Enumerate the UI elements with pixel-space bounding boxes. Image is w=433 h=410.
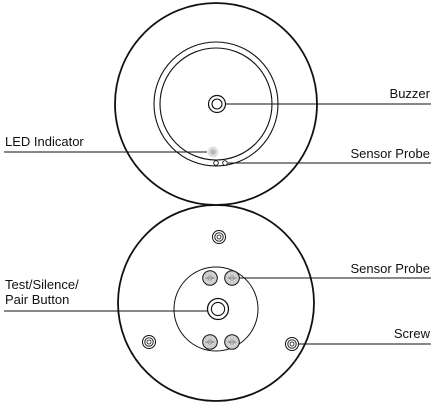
buzzer-label: Buzzer bbox=[389, 86, 430, 101]
bottom-view bbox=[4, 204, 431, 402]
test-button-label-line-2: Pair Button bbox=[5, 292, 70, 307]
top-view bbox=[4, 2, 431, 206]
led-indicator-dot bbox=[210, 149, 216, 155]
test-button-label-line-1: Test/Silence/ bbox=[5, 277, 79, 292]
test-button-label-group: Test/Silence/ Pair Button bbox=[5, 277, 79, 307]
right-screw-icon bbox=[285, 337, 299, 351]
screw-label: Screw bbox=[393, 326, 430, 341]
bottom-sensor-probe-top-right bbox=[224, 270, 240, 286]
bottom-sensor-probe-label: Sensor Probe bbox=[350, 261, 431, 276]
left-screw-icon bbox=[142, 335, 156, 349]
top-sensor-probe-left bbox=[213, 160, 219, 166]
bottom-sensor-probe-bottom-right bbox=[224, 334, 240, 350]
bottom-center-ring bbox=[173, 266, 259, 352]
top-screw-icon bbox=[212, 230, 226, 244]
led-indicator-label: LED Indicator bbox=[5, 134, 84, 149]
buzzer-inner-ring bbox=[211, 98, 223, 110]
top-sensor-probe-label: Sensor Probe bbox=[350, 146, 431, 161]
bottom-sensor-probe-top-left bbox=[202, 270, 218, 286]
bottom-sensor-probe-bottom-left bbox=[202, 334, 218, 350]
top-sensor-probe-right bbox=[222, 160, 228, 166]
test-silence-pair-button[interactable] bbox=[206, 297, 230, 321]
